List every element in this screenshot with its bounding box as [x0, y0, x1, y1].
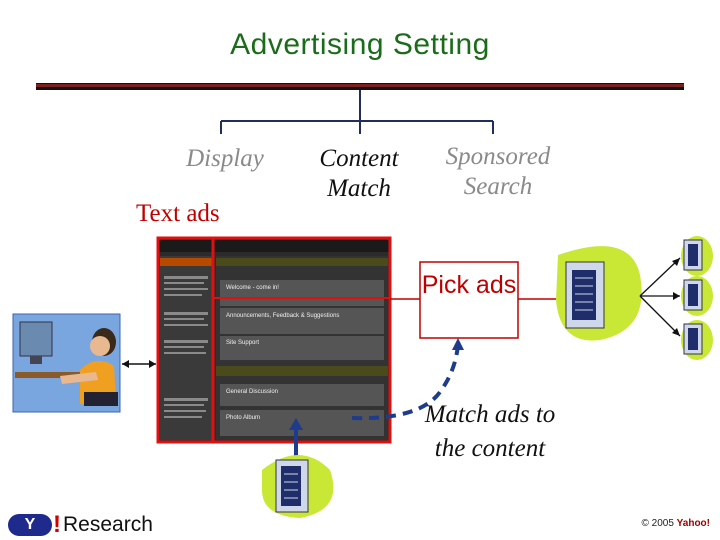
forum-row-3: Site Support: [226, 340, 259, 346]
forum-row-2: Announcements, Feedback & Suggestions: [226, 313, 339, 319]
forum-row-5: Photo Album: [226, 415, 260, 421]
branch-content-match: Content Match: [319, 145, 399, 202]
forum-row-1: Welcome - come in!: [226, 285, 279, 291]
diagram-title: Advertising Setting: [230, 28, 490, 61]
research-label: Research: [63, 513, 153, 536]
content-server-illustration: [262, 455, 334, 518]
copyright-notice: © 2005 Yahoo!: [641, 518, 710, 529]
match-ads-label: Match ads to the content: [424, 401, 556, 462]
copyright-prefix: © 2005: [641, 518, 677, 529]
title-underline-accent: [36, 84, 684, 87]
branch-display: Display: [186, 145, 264, 172]
small-server-2: [681, 276, 713, 316]
yahoo-logo-badge: Y: [8, 514, 52, 536]
copyright-brand: Yahoo!: [676, 518, 710, 529]
ad-server-illustration: [556, 246, 642, 341]
forum-row-4: General Discussion: [226, 389, 278, 395]
content-highlight: [211, 236, 392, 444]
pick-ads-label: Pick ads: [421, 271, 517, 299]
pick-ads-box: [419, 261, 519, 339]
user-at-computer-illustration: [12, 313, 121, 413]
yahoo-logo-exclaim: !: [53, 511, 61, 538]
yahoo-research-logo: Y ! Research: [8, 511, 153, 538]
text-ads-label: Text ads: [136, 200, 220, 227]
hierarchy-lines: [220, 90, 494, 134]
branch-sponsored-search: Sponsored Search: [445, 143, 551, 200]
small-server-1: [681, 236, 713, 276]
forum-screenshot: Welcome - come in! Announcements, Feedba…: [156, 236, 392, 444]
small-server-3: [681, 320, 713, 360]
